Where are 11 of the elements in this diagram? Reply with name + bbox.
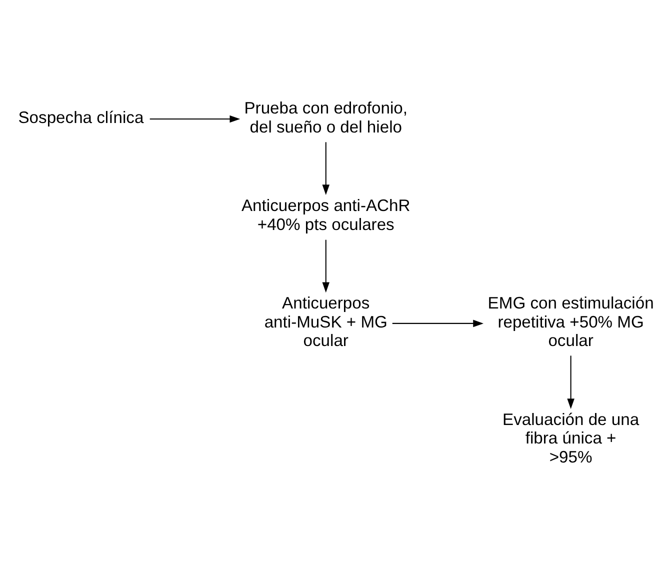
- node-text: Sospecha clínica: [18, 107, 144, 126]
- node-text: EMG con estimulación repetitiva +50% MG ocular: [488, 293, 654, 350]
- arrow: [567, 355, 574, 409]
- node-text: Anticuerpos anti-AChR +40% pts oculares: [241, 196, 410, 234]
- arrow: [392, 319, 484, 327]
- arrow: [150, 114, 240, 122]
- node-text: Evaluación de una fibra única + >95%: [502, 409, 640, 466]
- node-text: Anticuerpos anti-MuSK + MG ocular: [264, 293, 388, 350]
- arrow: [322, 239, 330, 292]
- node-text: Prueba con edrofonio, del sueño o del hielo: [244, 98, 408, 136]
- arrow: [322, 142, 330, 195]
